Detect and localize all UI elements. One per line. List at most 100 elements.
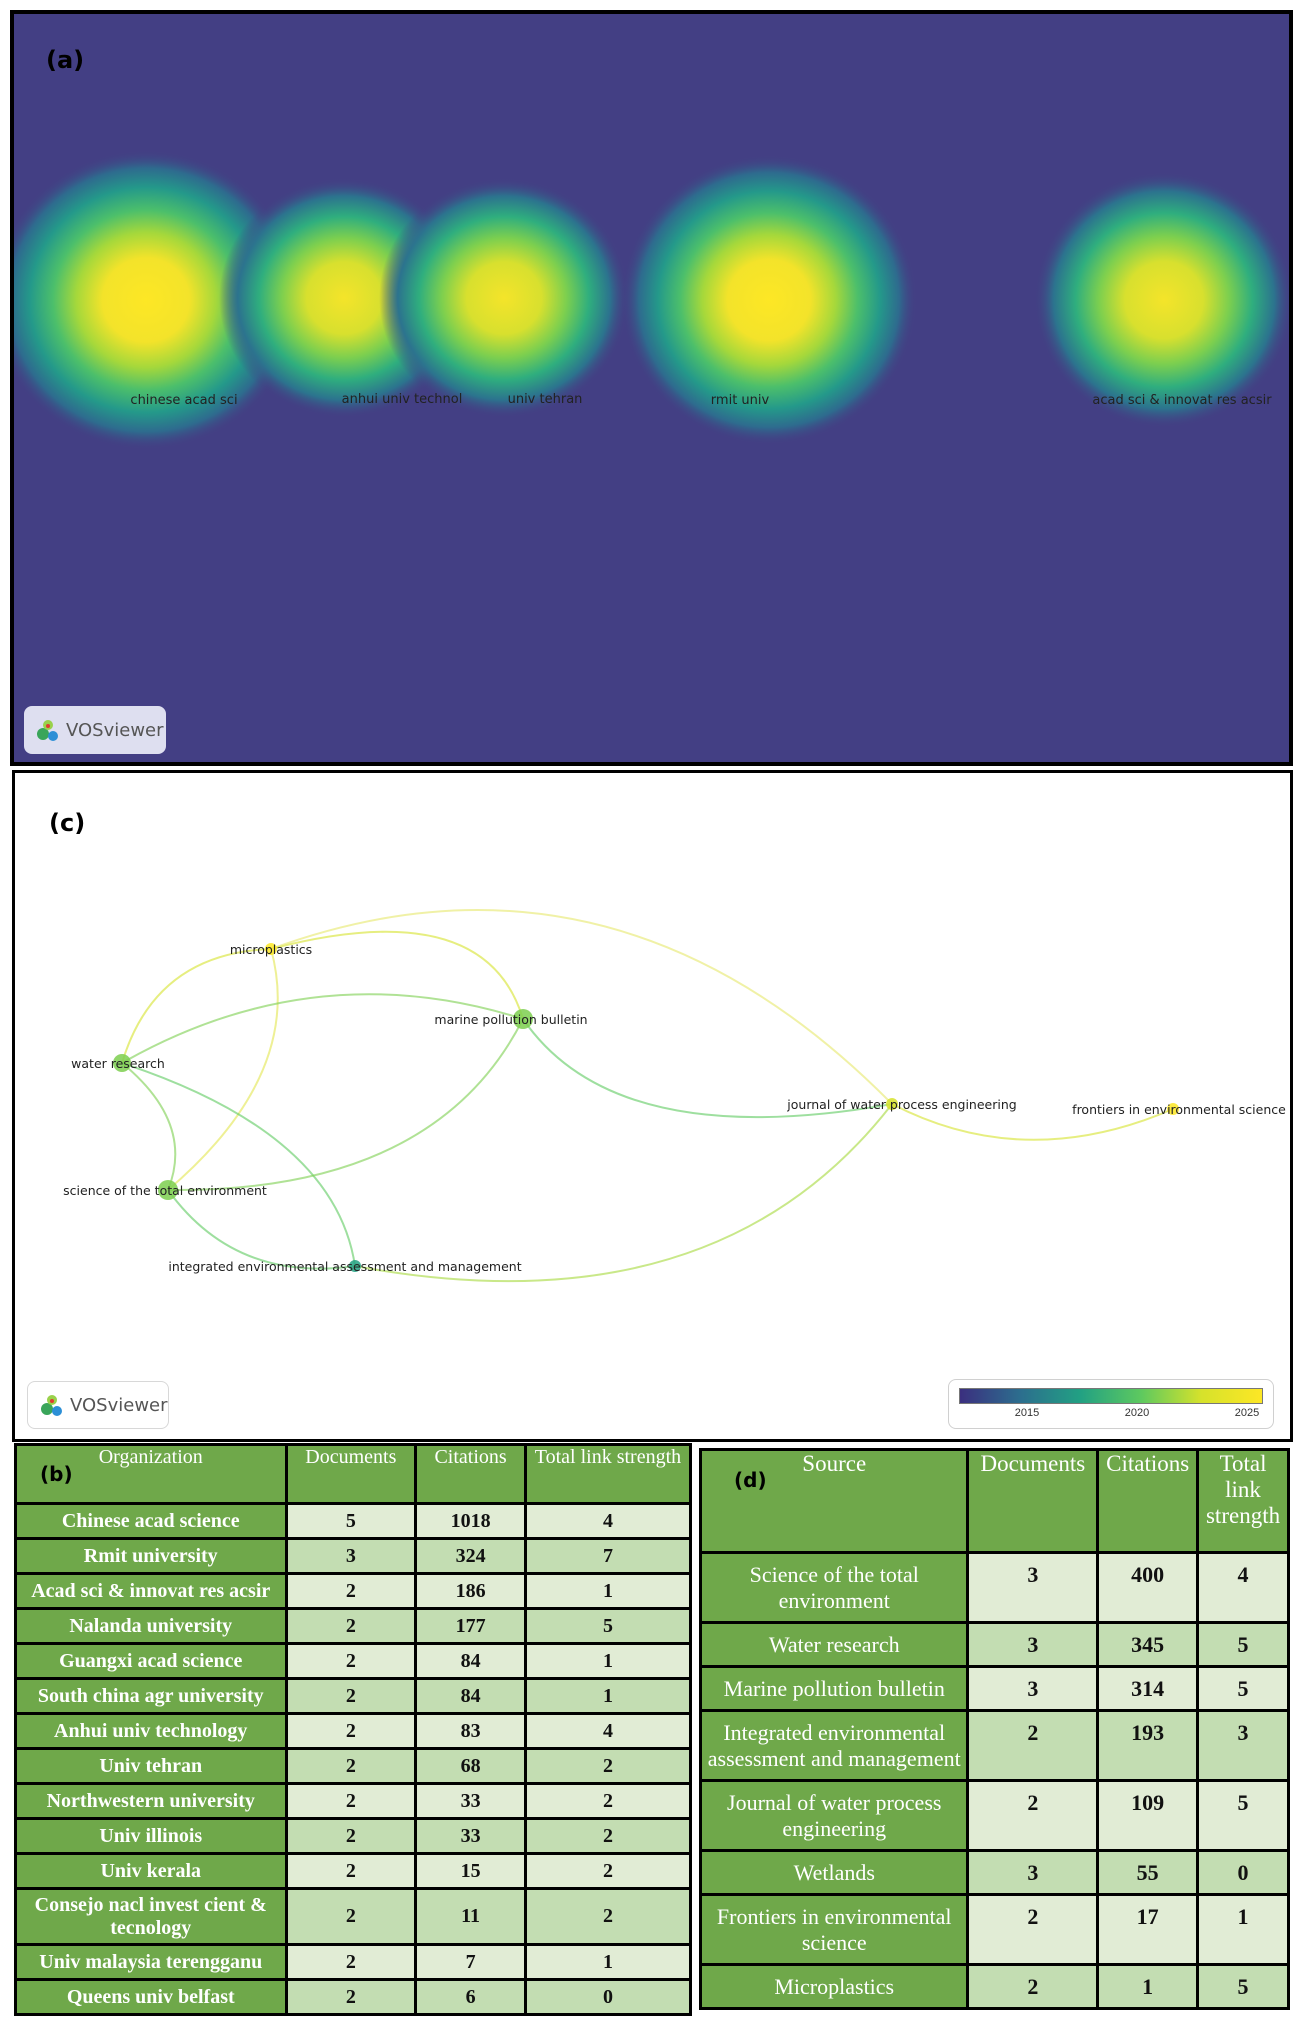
- panel-label-b: (b): [40, 1462, 73, 1486]
- row-label-cell: Rmit university: [14, 1537, 288, 1575]
- value-cell: 2: [284, 1607, 418, 1645]
- value-cell: 1: [523, 1943, 693, 1981]
- value-cell: 0: [523, 1978, 693, 2016]
- vosviewer-badge: VOSviewer: [24, 706, 166, 754]
- colorbar-gradient: [959, 1388, 1263, 1404]
- node-label-univ-tehran: univ tehran: [508, 392, 583, 407]
- node-label-water-research: water research: [71, 1056, 165, 1071]
- value-cell: 2: [284, 1642, 418, 1680]
- value-cell: 1: [523, 1677, 693, 1715]
- density-blob-chinese-acad-sci: [14, 150, 301, 450]
- vosviewer-logo-icon: [41, 1395, 62, 1416]
- row-label-cell: Univ kerala: [14, 1852, 288, 1890]
- value-cell: 2: [284, 1887, 418, 1946]
- row-label-cell: Science of the total environment: [698, 1551, 970, 1624]
- value-cell: 7: [523, 1537, 693, 1575]
- value-cell: 7: [414, 1943, 527, 1981]
- value-cell: 2: [284, 1712, 418, 1750]
- density-blob-rmit-univ: [621, 155, 917, 445]
- source-table: Source Documents Citations Total link st…: [698, 1448, 1290, 2010]
- row-label-cell: Univ tehran: [14, 1747, 288, 1785]
- node-journal-water-process[interactable]: [886, 1098, 898, 1110]
- value-cell: 3: [966, 1551, 1100, 1624]
- node-label-acad-sci-innovat: acad sci & innovat res acsir: [1092, 393, 1272, 408]
- value-cell: 5: [523, 1607, 693, 1645]
- value-cell: 33: [414, 1817, 527, 1855]
- vosviewer-text: VOSviewer: [66, 719, 164, 741]
- header-total-link-strength: Total link strength: [1196, 1448, 1290, 1554]
- value-cell: 5: [1196, 1779, 1290, 1852]
- value-cell: 55: [1096, 1849, 1200, 1896]
- colorbar-tick-2025: 2025: [1234, 1407, 1260, 1419]
- value-cell: 2: [966, 1779, 1100, 1852]
- row-label-cell: Univ malaysia terengganu: [14, 1943, 288, 1981]
- value-cell: 5: [1196, 1963, 1290, 2010]
- link-science-microplastics: [167, 948, 279, 1191]
- value-cell: 1018: [414, 1502, 527, 1540]
- value-cell: 1: [523, 1642, 693, 1680]
- value-cell: 193: [1096, 1709, 1200, 1782]
- node-label-microplastics: microplastics: [230, 942, 312, 957]
- node-label-frontiers-environmental: frontiers in environmental science: [1072, 1102, 1286, 1117]
- vosviewer-badge: VOSviewer: [27, 1381, 169, 1429]
- node-microplastics[interactable]: [265, 943, 277, 955]
- node-label-chinese-acad-sci: chinese acad sci: [130, 393, 237, 408]
- node-label-journal-water-process: journal of water process engineering: [786, 1097, 1016, 1112]
- header-citations: Citations: [1096, 1448, 1200, 1554]
- value-cell: 2: [284, 1943, 418, 1981]
- node-label-marine-pollution-bulletin: marine pollution bulletin: [434, 1012, 587, 1027]
- row-label-cell: Consejo nacl invest cient & tecnology: [14, 1887, 288, 1946]
- row-label-cell: Guangxi acad science: [14, 1642, 288, 1680]
- value-cell: 2: [966, 1709, 1100, 1782]
- row-label-cell: Microplastics: [698, 1963, 970, 2010]
- link-water-microplastics: [121, 948, 272, 1064]
- header-documents: Documents: [966, 1448, 1100, 1554]
- row-label-cell: Journal of water process engineering: [698, 1779, 970, 1852]
- value-cell: 11: [414, 1887, 527, 1946]
- link-science-marine: [167, 1018, 524, 1192]
- node-label-anhui-univ-technol: anhui univ technol: [342, 392, 463, 407]
- colorbar-tick-2015: 2015: [1014, 1407, 1040, 1419]
- value-cell: 2: [523, 1852, 693, 1890]
- overlay-network-panel: microplastics water research marine poll…: [12, 770, 1293, 1442]
- header-organization: Organization: [14, 1443, 288, 1505]
- row-label-cell: Anhui univ technology: [14, 1712, 288, 1750]
- value-cell: 314: [1096, 1665, 1200, 1712]
- value-cell: 2: [966, 1963, 1100, 2010]
- node-frontiers-environmental[interactable]: [1167, 1103, 1179, 1115]
- node-marine-pollution-bulletin[interactable]: [513, 1009, 533, 1029]
- panel-label-c: (c): [49, 809, 86, 837]
- node-integrated-environmental[interactable]: [349, 1260, 361, 1272]
- value-cell: 400: [1096, 1551, 1200, 1624]
- value-cell: 5: [284, 1502, 418, 1540]
- link-integrated-journal: [354, 1103, 893, 1283]
- node-water-research[interactable]: [113, 1054, 131, 1072]
- value-cell: 2: [284, 1677, 418, 1715]
- node-science-total-environment[interactable]: [158, 1180, 178, 1200]
- row-label-cell: Acad sci & innovat res acsir: [14, 1572, 288, 1610]
- value-cell: 109: [1096, 1779, 1200, 1852]
- row-label-cell: Frontiers in environmental science: [698, 1893, 970, 1966]
- value-cell: 84: [414, 1642, 527, 1680]
- row-label-cell: Wetlands: [698, 1849, 970, 1896]
- value-cell: 177: [414, 1607, 527, 1645]
- header-citations: Citations: [414, 1443, 527, 1505]
- density-map: chinese acad sci anhui univ technol univ…: [14, 150, 1289, 450]
- value-cell: 2: [284, 1747, 418, 1785]
- link-microplastics-journal: [270, 909, 893, 1105]
- link-water-science: [121, 1062, 177, 1191]
- header-total-link-strength: Total link strength: [523, 1443, 693, 1505]
- row-label-cell: South china agr university: [14, 1677, 288, 1715]
- colorbar-tick-2020: 2020: [1124, 1407, 1150, 1419]
